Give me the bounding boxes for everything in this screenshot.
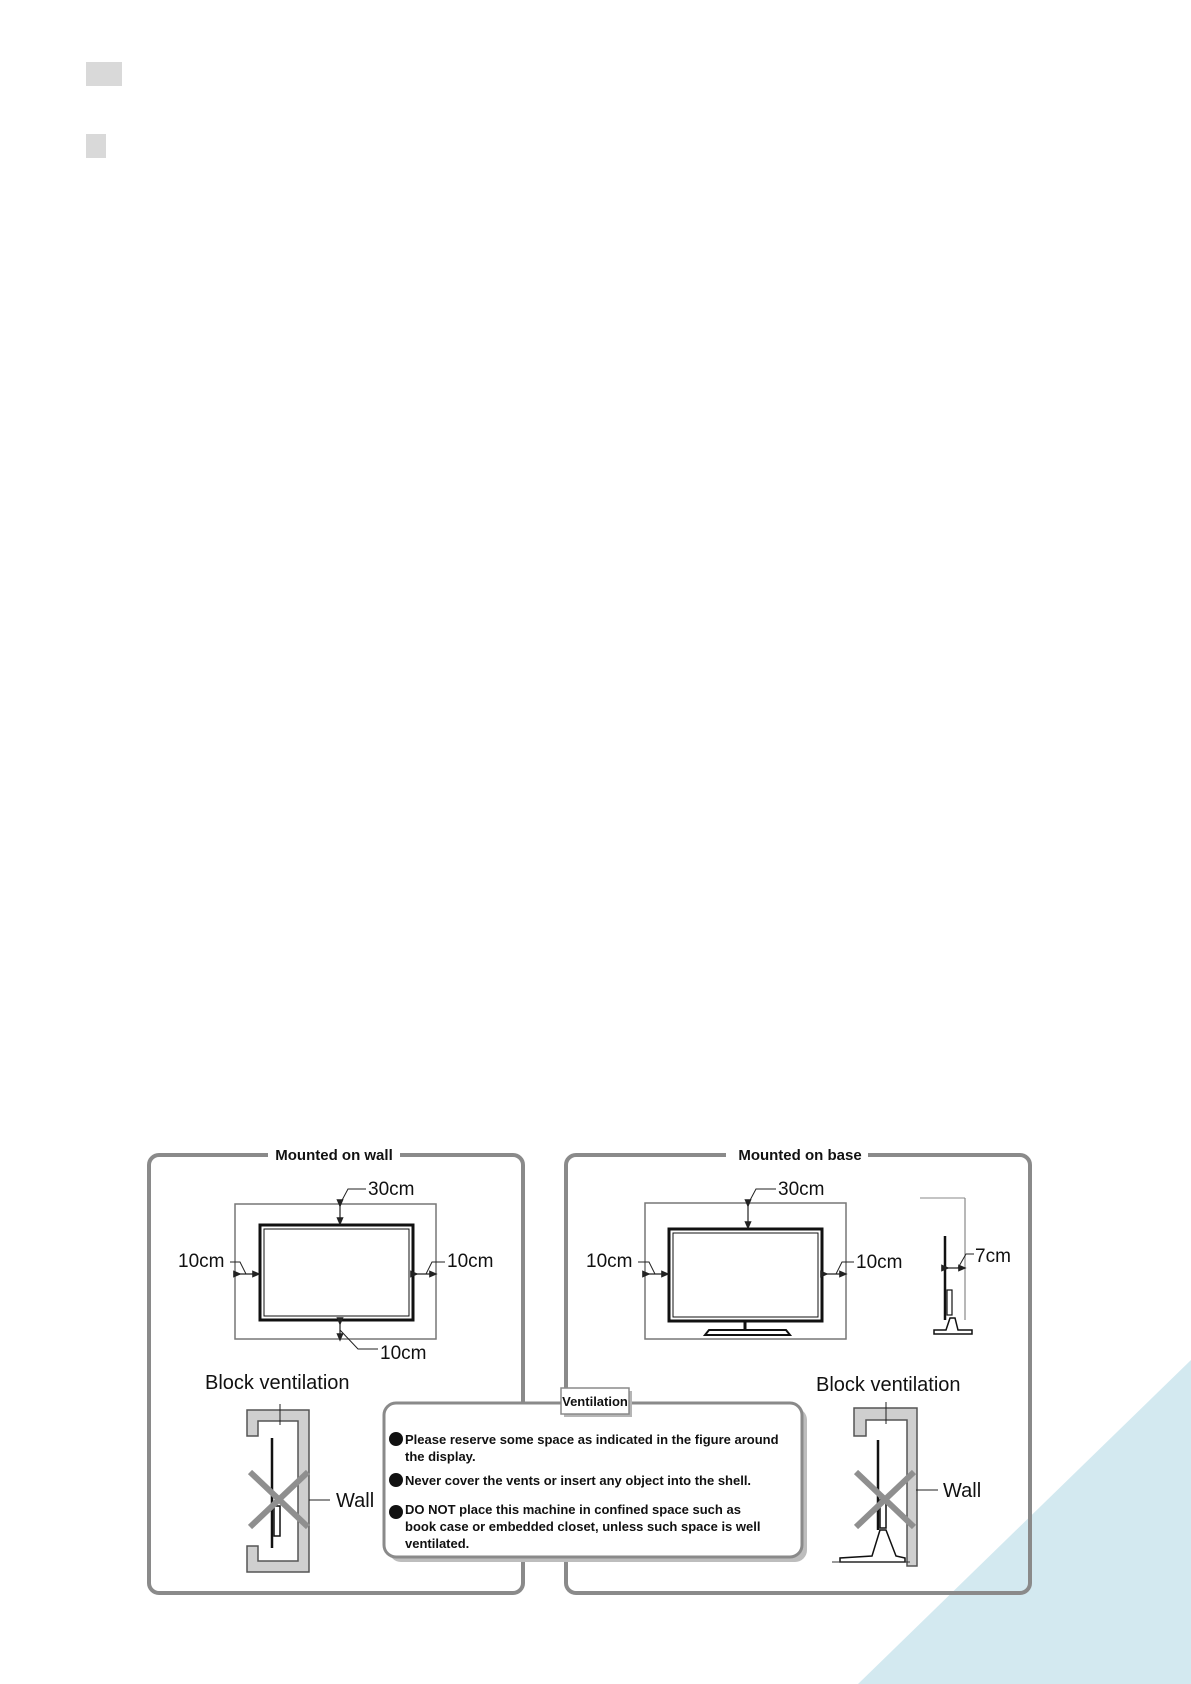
base-mount-panel: Mounted on base 30cm 10cm 10cm 7cm Block… bbox=[564, 1145, 1032, 1595]
wall-wall-label: Wall bbox=[336, 1490, 374, 1512]
base-niche-shape bbox=[853, 1407, 918, 1567]
wall-panel-title: Mounted on wall bbox=[275, 1147, 393, 1164]
wall-dim-top: 30cm bbox=[368, 1179, 414, 1200]
corner-accent-triangle bbox=[858, 1360, 1191, 1684]
bullet-dot-3 bbox=[389, 1505, 403, 1519]
base-dim-side: 7cm bbox=[975, 1246, 1011, 1267]
wall-dim-bottom: 10cm bbox=[380, 1343, 426, 1364]
note1-line1: Please reserve some space as indicated i… bbox=[405, 1432, 779, 1447]
wall-dim-left: 10cm bbox=[178, 1251, 224, 1272]
base-cross-mark-b bbox=[853, 1469, 917, 1530]
base-tv-screen bbox=[667, 1227, 824, 1323]
base-wall-label: Wall bbox=[943, 1480, 981, 1502]
note3-line2: book case or embedded closet, unless suc… bbox=[405, 1519, 760, 1534]
note1-line2: the display. bbox=[405, 1449, 476, 1464]
wall-cross-mark-b bbox=[247, 1469, 311, 1530]
wall-block-label: Block ventilation bbox=[205, 1372, 350, 1394]
section-marker-2 bbox=[86, 134, 106, 158]
base-dim-right: 10cm bbox=[856, 1252, 902, 1273]
base-tv-stand bbox=[702, 1329, 793, 1336]
base-panel-title: Mounted on base bbox=[738, 1147, 861, 1164]
note3-line3: ventilated. bbox=[405, 1536, 469, 1551]
section-marker-1 bbox=[86, 62, 122, 86]
wall-mount-panel: Mounted on wall 30cm 10cm 10cm 10cm Bloc… bbox=[147, 1145, 525, 1595]
note2-line1: Never cover the vents or insert any obje… bbox=[405, 1473, 751, 1488]
base-block-label: Block ventilation bbox=[816, 1374, 961, 1396]
wall-dim-right: 10cm bbox=[447, 1251, 493, 1272]
wall-niche-shape bbox=[246, 1409, 310, 1573]
bullet-dot-2 bbox=[389, 1473, 403, 1487]
note3-line1: DO NOT place this machine in confined sp… bbox=[405, 1502, 741, 1517]
wall-tv-screen bbox=[258, 1223, 415, 1322]
base-dim-top: 30cm bbox=[778, 1179, 824, 1200]
base-dim-left: 10cm bbox=[586, 1251, 632, 1272]
ventilation-title: Ventilation bbox=[562, 1394, 628, 1409]
ventilation-notes-box: Ventilation Please reserve some space as… bbox=[382, 1387, 807, 1562]
bullet-dot-1 bbox=[389, 1432, 403, 1446]
base-clearance-box bbox=[644, 1202, 847, 1340]
